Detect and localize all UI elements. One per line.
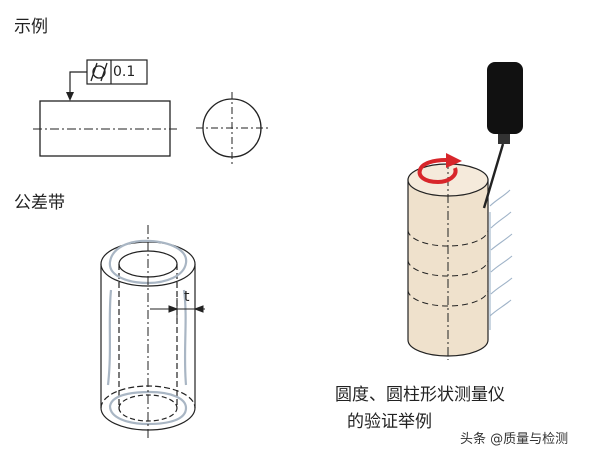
zone-width-label: t	[184, 289, 190, 305]
leader-arrowhead	[66, 92, 74, 101]
example-end-view	[196, 92, 268, 164]
rotation-arrow-icon	[417, 158, 458, 185]
caption-line-2: 的验证举例	[347, 412, 432, 432]
rotation-arrowhead	[446, 153, 462, 168]
leader-arrow	[69, 71, 87, 94]
probe-stylus	[482, 143, 505, 209]
cylindricity-icon	[90, 62, 108, 82]
example-heading: 示例	[14, 17, 48, 37]
caption-line-1: 圆度、圆柱形状测量仪	[335, 385, 505, 405]
measurement-traces	[489, 189, 513, 330]
tolerance-value: 0.1	[113, 64, 136, 80]
actual-surface-profile	[106, 239, 188, 426]
measured-cylinder	[407, 160, 489, 360]
watermark: 头条 @质量与检测	[460, 432, 569, 447]
tolerance-zone-heading: 公差带	[14, 193, 65, 213]
probe-body	[487, 62, 523, 144]
zone-width-dimension	[150, 298, 205, 322]
